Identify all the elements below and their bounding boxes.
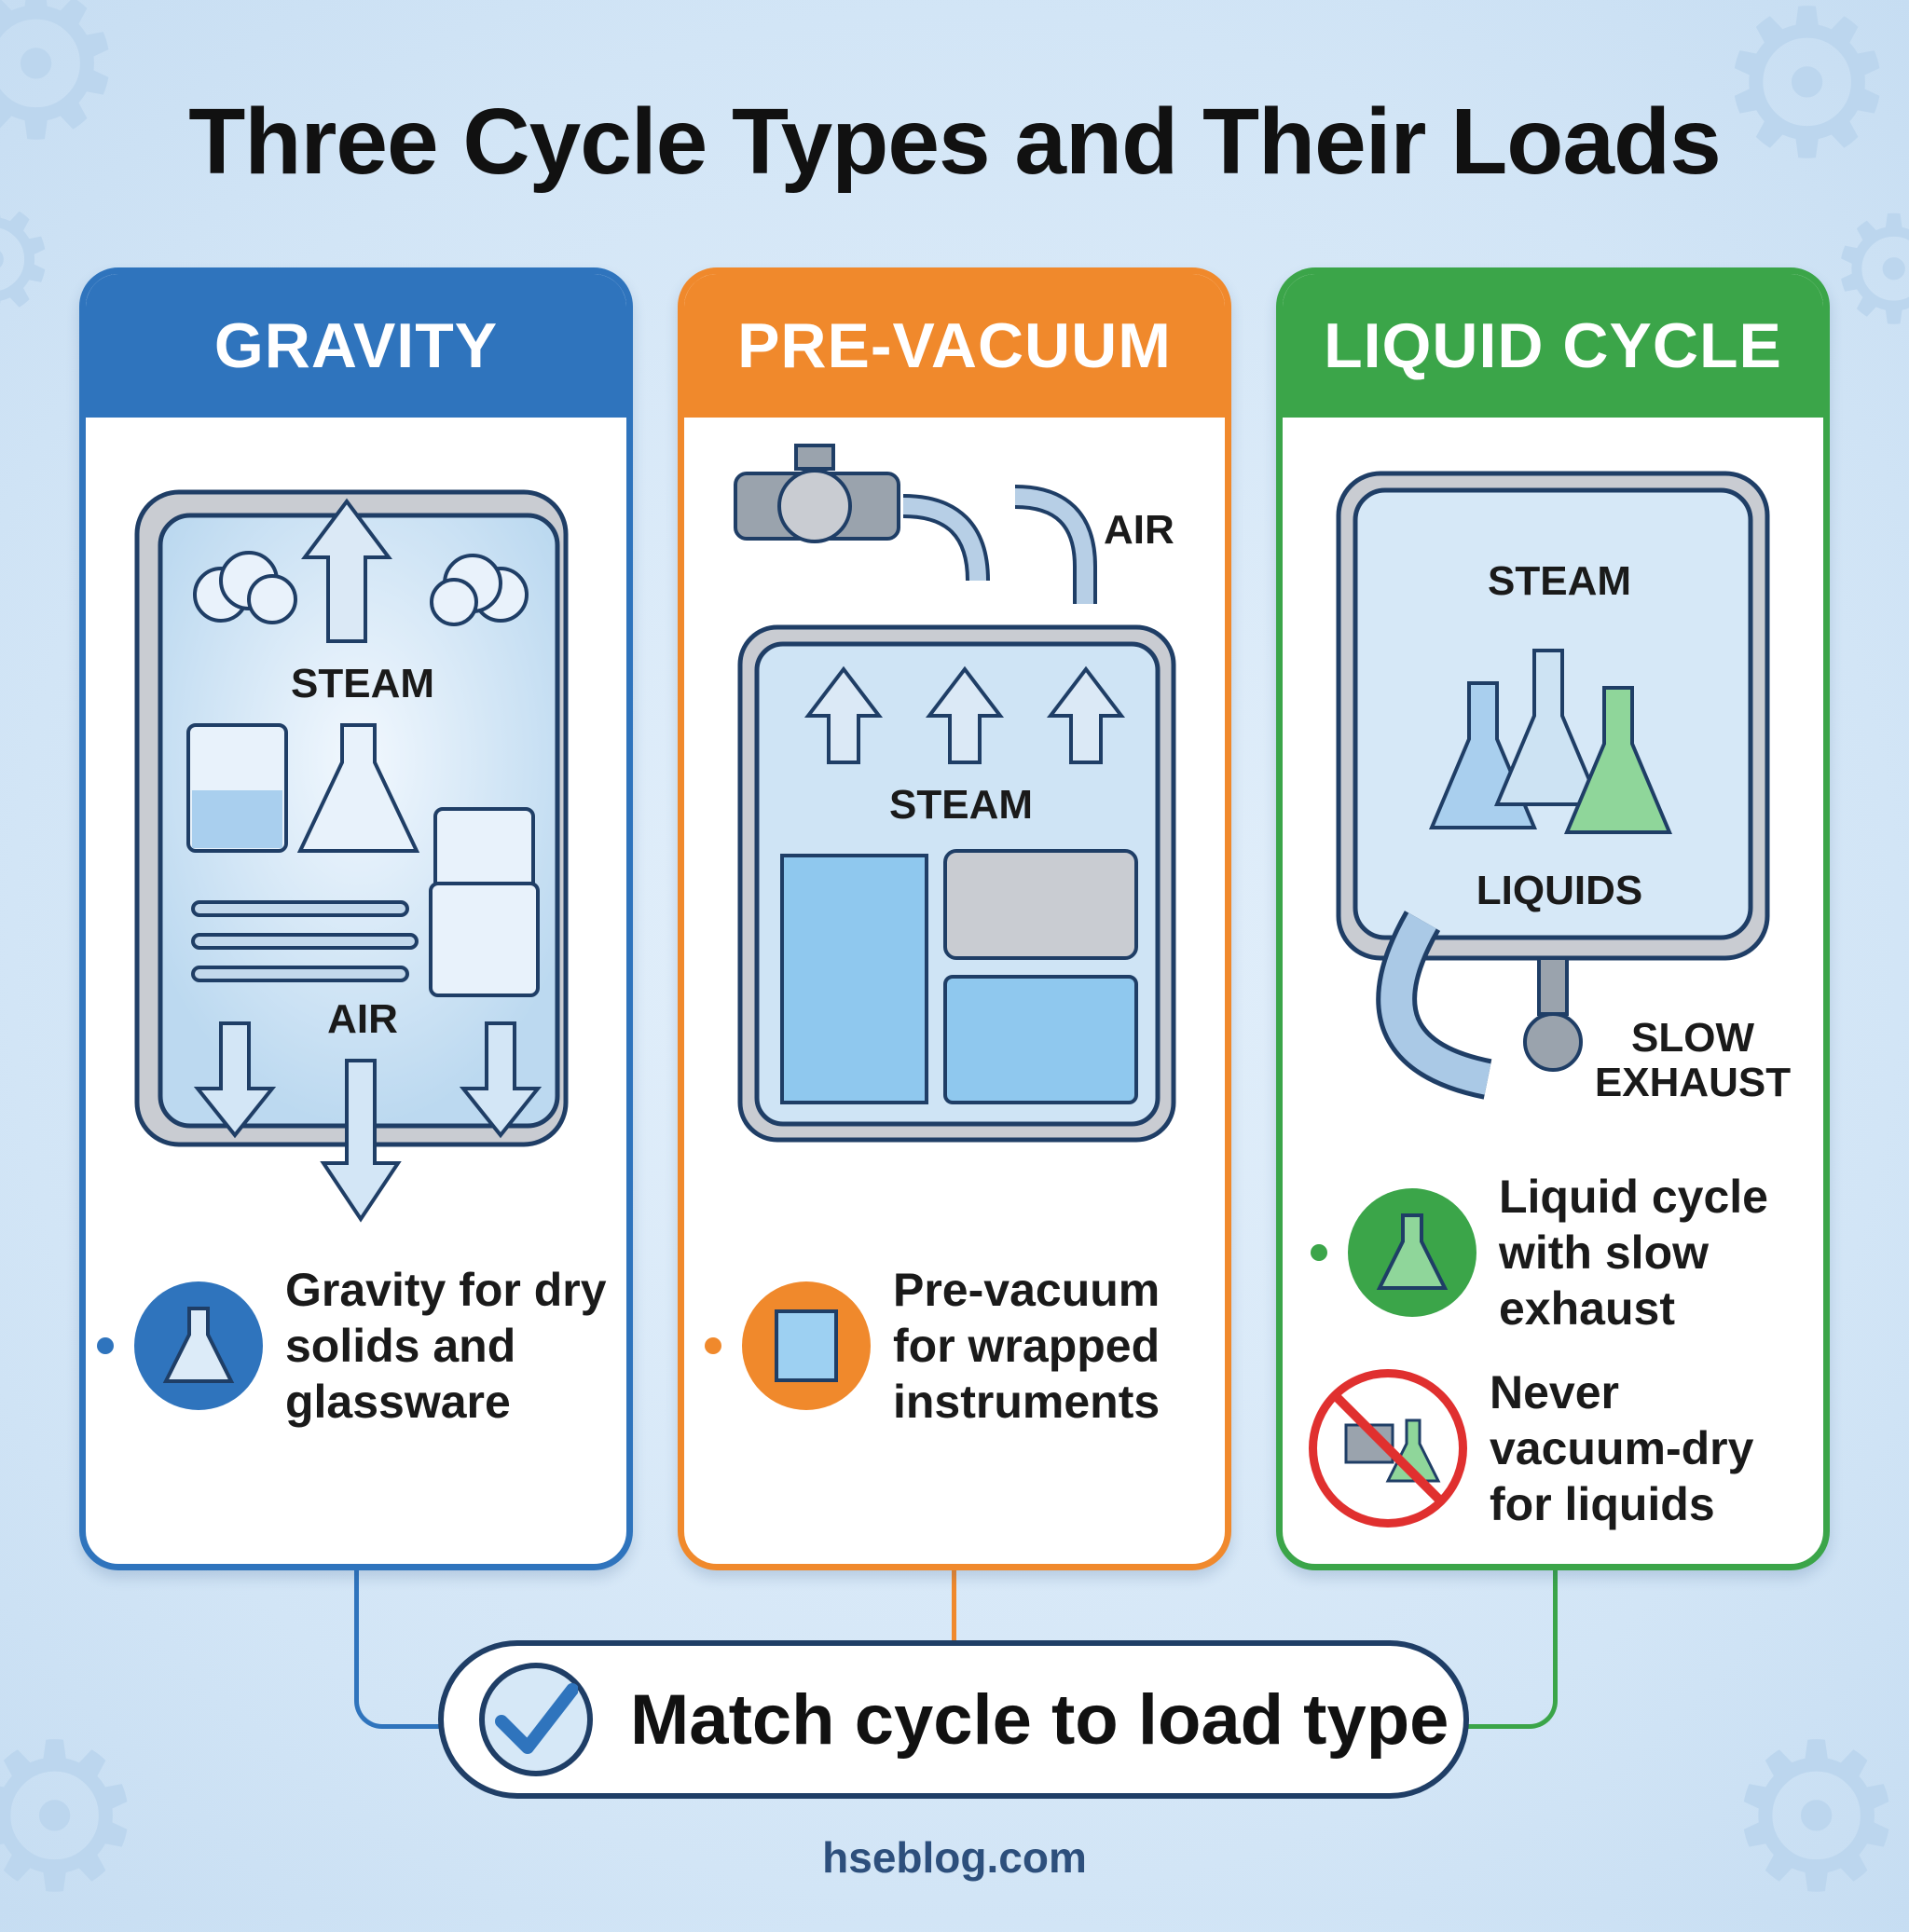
flask-icon: [134, 1281, 263, 1410]
steam-cloud-icon: [193, 551, 529, 626]
card-gravity: GRAVITY STEAM AIR Gravity for dry solids…: [79, 267, 633, 1570]
page-title: Three Cycle Types and Their Loads: [188, 89, 1721, 194]
beaker-icon: [186, 723, 288, 853]
bullet-gravity: Gravity for dry solids and glassware: [86, 1262, 621, 1430]
card-header: GRAVITY: [86, 274, 626, 418]
bullet-text: Gravity for dry solids and glassware: [285, 1264, 607, 1428]
bullet-prevacuum: Pre-vacuum for wrapped instruments: [684, 1262, 1201, 1430]
summary-text: Match cycle to load type: [630, 1679, 1449, 1760]
card-liquid: LIQUID CYCLE STEAM LIQUIDS SLOW EXHAUST …: [1276, 267, 1830, 1570]
up-arrow-icon: [803, 665, 1126, 764]
beaker-stack-icon: [429, 807, 540, 997]
bullet-text: Pre-vacuum for wrapped instruments: [893, 1264, 1161, 1428]
wrapped-tray-icon: [943, 975, 1138, 1104]
no-vacuum-icon: [1309, 1369, 1467, 1528]
summary-banner: Match cycle to load type: [438, 1640, 1469, 1799]
flask-icon: [1348, 1188, 1476, 1317]
connector-gravity: [354, 1570, 452, 1729]
prevacuum-chamber-illustration: AIR STEAM: [734, 444, 1176, 1143]
wrapped-pack-icon: [780, 854, 928, 1104]
label-air: AIR: [1104, 507, 1174, 553]
connector-liquid: [1460, 1570, 1558, 1729]
label-exhaust: EXHAUST: [1595, 1060, 1791, 1105]
bullet-liquid: Liquid cycle with slow exhaust: [1283, 1169, 1797, 1336]
connector-prevacuum: [952, 1570, 956, 1645]
gravity-chamber-illustration: STEAM AIR: [134, 489, 569, 1223]
footer-brand: hseblog.com: [822, 1833, 1087, 1882]
gear-icon: ⚙: [0, 1703, 147, 1932]
exhaust-valve-icon: [1523, 956, 1583, 1072]
label-liquids: LIQUIDS: [1476, 868, 1642, 913]
warning-liquid: Never vacuum-dry for liquids: [1309, 1364, 1788, 1532]
down-arrow-icon: [193, 1021, 542, 1223]
flask-icon: [1428, 649, 1673, 834]
wrapped-pack-icon: [742, 1281, 871, 1410]
gear-icon: ⚙: [0, 0, 129, 180]
instruments-icon: [191, 900, 419, 982]
label-air: AIR: [327, 996, 398, 1042]
card-header: PRE-VACUUM: [684, 274, 1225, 418]
bullet-text: Liquid cycle with slow exhaust: [1499, 1171, 1768, 1335]
label-steam: STEAM: [291, 661, 434, 706]
instrument-tray-icon: [943, 849, 1138, 960]
gear-icon: ⚙: [1715, 0, 1900, 199]
label-steam: STEAM: [1488, 558, 1631, 604]
card-prevacuum: PRE-VACUUM AIR STEAM Pre-vacuum for wrap…: [678, 267, 1231, 1570]
card-header: LIQUID CYCLE: [1283, 274, 1823, 418]
liquid-chamber-illustration: STEAM LIQUIDS SLOW EXHAUST: [1336, 471, 1791, 1105]
label-slow: SLOW: [1631, 1015, 1754, 1061]
label-steam: STEAM: [889, 782, 1033, 828]
gear-icon: ⚙: [1724, 1703, 1909, 1932]
gear-icon: ⚙: [0, 186, 59, 336]
warning-text: Never vacuum-dry for liquids: [1490, 1366, 1754, 1530]
checkmark-icon: [479, 1663, 593, 1776]
vacuum-pump-icon: [734, 444, 900, 543]
flask-icon: [296, 723, 420, 853]
gear-icon: ⚙: [1827, 186, 1909, 353]
